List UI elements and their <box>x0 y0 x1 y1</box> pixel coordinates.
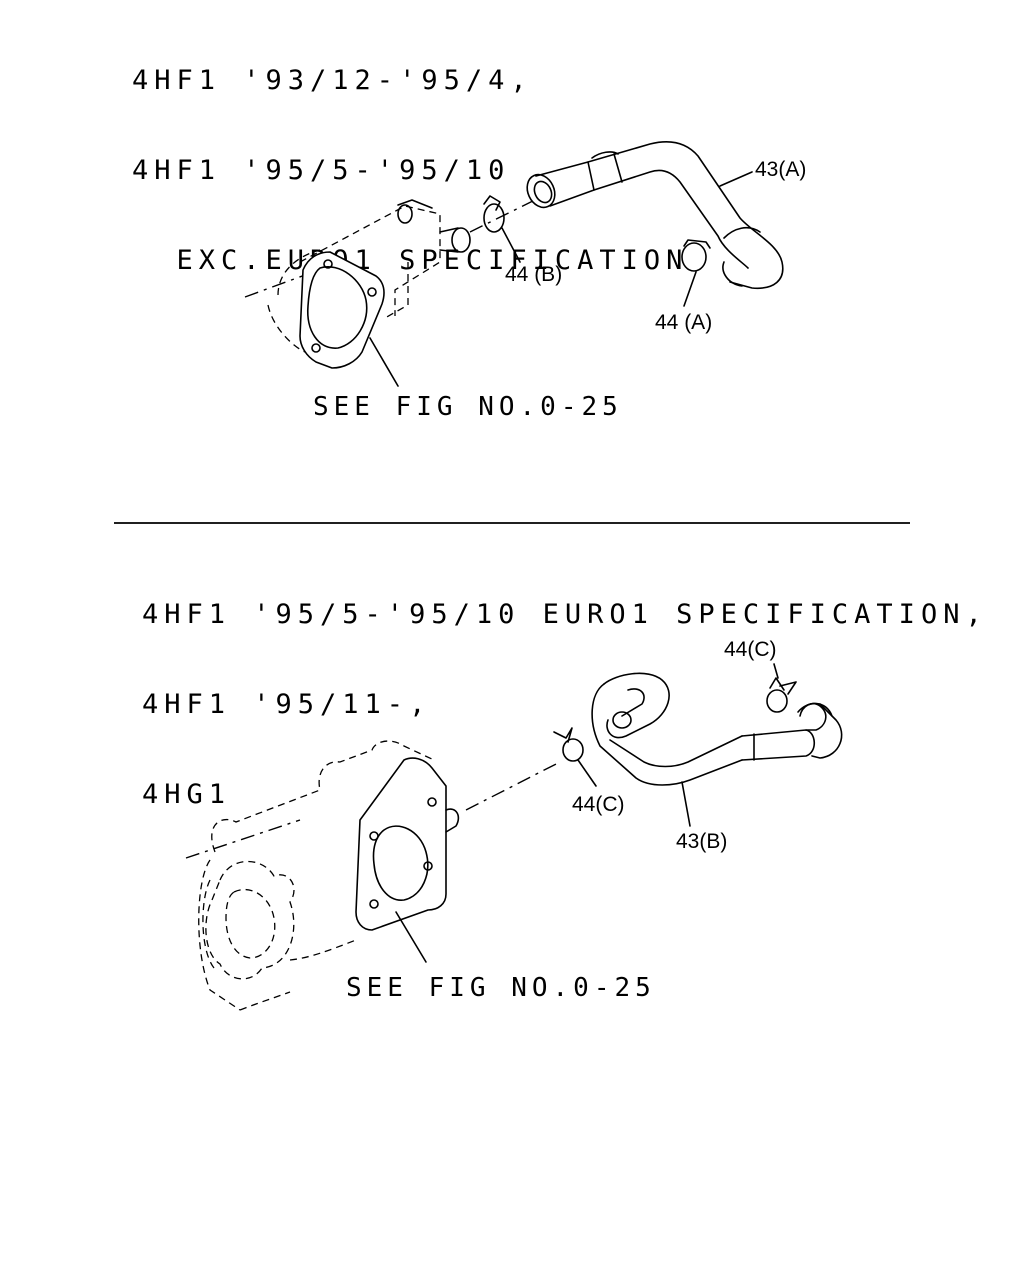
cooler-right-nub <box>445 808 460 833</box>
hose-43b-right-bend-top <box>799 702 827 731</box>
section-2-header-line-3: 4HG1 <box>142 779 232 810</box>
leader-43b <box>681 781 691 827</box>
cooler-bottom-hidden-2 <box>239 991 291 1011</box>
clamp-44c-mid <box>553 727 597 787</box>
housing-hidden-curve-2 <box>267 304 306 353</box>
hose-43a-inner-edge <box>549 169 749 269</box>
housing-hidden-edges <box>299 205 441 316</box>
section-1-header-line-1: 4HF1 '93/12-'95/4, <box>132 65 533 96</box>
hose-43a-end-inner <box>533 180 553 204</box>
cooler-housing <box>267 199 471 369</box>
clamp-44b <box>483 195 521 263</box>
see-fig-ref-2: SEE FIG NO.0-25 <box>346 973 656 1003</box>
clamp-44c-top <box>766 663 797 713</box>
hose-43b-end-opening <box>621 688 645 717</box>
hose-43b-right-end <box>797 702 833 717</box>
housing-outlet-pipe <box>451 227 471 253</box>
clamp-44a <box>681 239 711 307</box>
hose-43a-end-outer <box>526 173 556 209</box>
hose-43b-right-bend <box>811 703 843 759</box>
cooler-bottom-hidden <box>289 939 357 961</box>
hose-43b-end-bore <box>612 711 632 729</box>
right-flange-hole-4 <box>369 899 379 909</box>
section-2-drawing: 44(C) 44(C) 43(B) SEE FIG NO.0-25 <box>185 638 843 1011</box>
section-1-drawing: 43(A) 44 (B) 44 (A) SEE FIG NO.0-25 <box>244 140 806 422</box>
centerline-4 <box>185 819 301 859</box>
see-fig-ref-1: SEE FIG NO.0-25 <box>313 392 623 422</box>
hose-43a-elbow <box>722 261 743 287</box>
housing-boss <box>397 204 413 224</box>
centerline-3 <box>465 761 561 811</box>
right-flange-hole-3 <box>423 861 433 871</box>
callout-44a: 44 (A) <box>655 311 712 334</box>
clamp-44c-top-tab <box>769 677 797 695</box>
cooler-left-bore-hidden <box>225 888 276 959</box>
leader-44c-mid <box>577 759 597 787</box>
hose-43a <box>535 140 784 289</box>
hose-43a-sleeve-top <box>591 151 619 159</box>
hose-43b-sleeve <box>741 729 816 761</box>
hose-43b <box>591 672 843 827</box>
section-2-header-line-1: 4HF1 '95/5-'95/10 EURO1 SPECIFICATION, <box>142 599 988 630</box>
leader-44a <box>683 271 697 307</box>
cooler-body-top-hidden <box>211 740 435 853</box>
cooler-body-left-hidden <box>198 859 241 1011</box>
hose-43a-end <box>526 173 556 209</box>
centerline-1 <box>244 274 306 298</box>
clamp-44a-tab <box>683 239 711 249</box>
clamp-44a-ring <box>681 242 707 272</box>
housing-flange-bore <box>307 266 368 349</box>
hose-43a-outer-edge <box>535 140 784 289</box>
section-1-header-line-2: 4HF1 '95/5-'95/10 <box>132 155 511 186</box>
hose-43a-sleeve <box>587 153 623 191</box>
housing-outlet-neck <box>439 227 459 253</box>
cooler-right-flange-bore <box>372 825 429 901</box>
housing-flange <box>299 251 385 369</box>
hose-43b-upper-bend <box>603 672 670 739</box>
clamp-44b-ring <box>483 203 505 233</box>
callout-43a: 43(A) <box>755 158 806 181</box>
right-flange-hole-1 <box>369 831 379 841</box>
clamp-44c-mid-ring <box>562 738 584 762</box>
leader-43a <box>719 171 753 187</box>
clamp-44b-tab <box>483 195 501 211</box>
hose-43b-inner <box>609 735 743 768</box>
callout-44c-mid: 44(C) <box>572 793 625 816</box>
flange-bolt-hole-1 <box>323 259 333 269</box>
section-2-header: 4HF1 '95/5-'95/10 EURO1 SPECIFICATION, 4… <box>142 540 988 870</box>
callout-43b: 43(B) <box>676 830 727 853</box>
housing-top-edge <box>397 199 433 209</box>
callout-44b: 44 (B) <box>505 263 562 286</box>
leader-44c-top <box>773 663 779 679</box>
flange-bolt-hole-2 <box>367 287 377 297</box>
housing-hidden-edge-2 <box>384 262 409 319</box>
flange-bolt-hole-3 <box>311 343 321 353</box>
hose-43b-outer <box>591 683 743 786</box>
section-1-header: 4HF1 '93/12-'95/4, 4HF1 '95/5-'95/10 EXC… <box>132 6 688 336</box>
callout-44c-top: 44(C) <box>724 638 777 661</box>
cooler-right-flange <box>355 757 447 931</box>
right-flange-hole-2 <box>427 797 437 807</box>
leader-44b <box>501 227 521 263</box>
clamp-44c-mid-tab <box>553 727 573 743</box>
cooler-body <box>198 740 460 1011</box>
leader-see-fig-1 <box>369 337 399 387</box>
housing-hidden-curve <box>277 249 321 296</box>
clamp-44c-top-ring <box>766 689 788 713</box>
hose-43a-band <box>723 226 761 239</box>
leader-see-fig-2 <box>395 911 427 963</box>
section-2-header-line-2: 4HF1 '95/11-, <box>142 689 432 720</box>
cooler-left-flange-hidden <box>205 860 295 980</box>
